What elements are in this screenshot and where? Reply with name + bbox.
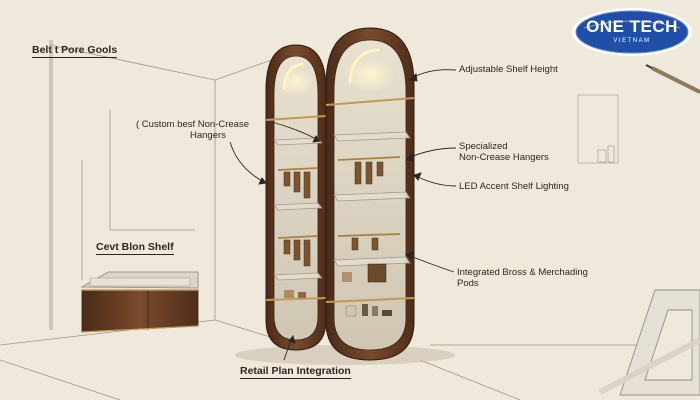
label-retail-plan-integration: Retail Plan Integration	[240, 365, 351, 379]
logo-subtitle: VIETNAM	[613, 38, 651, 44]
room-perspective-lines	[0, 40, 700, 400]
label-specialized-line1: Specialized	[459, 141, 508, 152]
counter-display-cabinet	[80, 271, 199, 333]
one-tech-logo: ONE TECH VIETNAM	[570, 6, 694, 58]
logo-ellipse	[572, 8, 692, 56]
label-integrated-line1: Integrated Bross & Merchading	[457, 267, 588, 278]
left-capsule-cabinet	[265, 44, 327, 351]
label-cevt-blon-shelf: Cevt Blon Shelf	[96, 241, 174, 255]
annotation-leader-lines	[229, 69, 457, 361]
label-led-lighting: LED Accent Shelf Lighting	[459, 181, 569, 192]
drafting-triangle-ruler	[598, 289, 700, 396]
label-custom-hangers-line1: ( Custom besf Non-Crease	[136, 119, 249, 130]
label-belt-pore-goods: Belt t Pore Gools	[32, 44, 118, 58]
wall-frame-sketch	[577, 94, 619, 164]
label-specialized-line2: Non-Crease Hangers	[459, 152, 549, 163]
logo-name: ONE TECH	[586, 17, 678, 36]
label-integrated-line2: Pods	[457, 278, 479, 289]
right-capsule-cabinet	[325, 27, 415, 361]
pencil-sketch	[645, 64, 700, 94]
label-custom-hangers-line2: Hangers	[190, 130, 226, 141]
label-adjustable-shelf-height: Adjustable Shelf Height	[459, 64, 558, 75]
